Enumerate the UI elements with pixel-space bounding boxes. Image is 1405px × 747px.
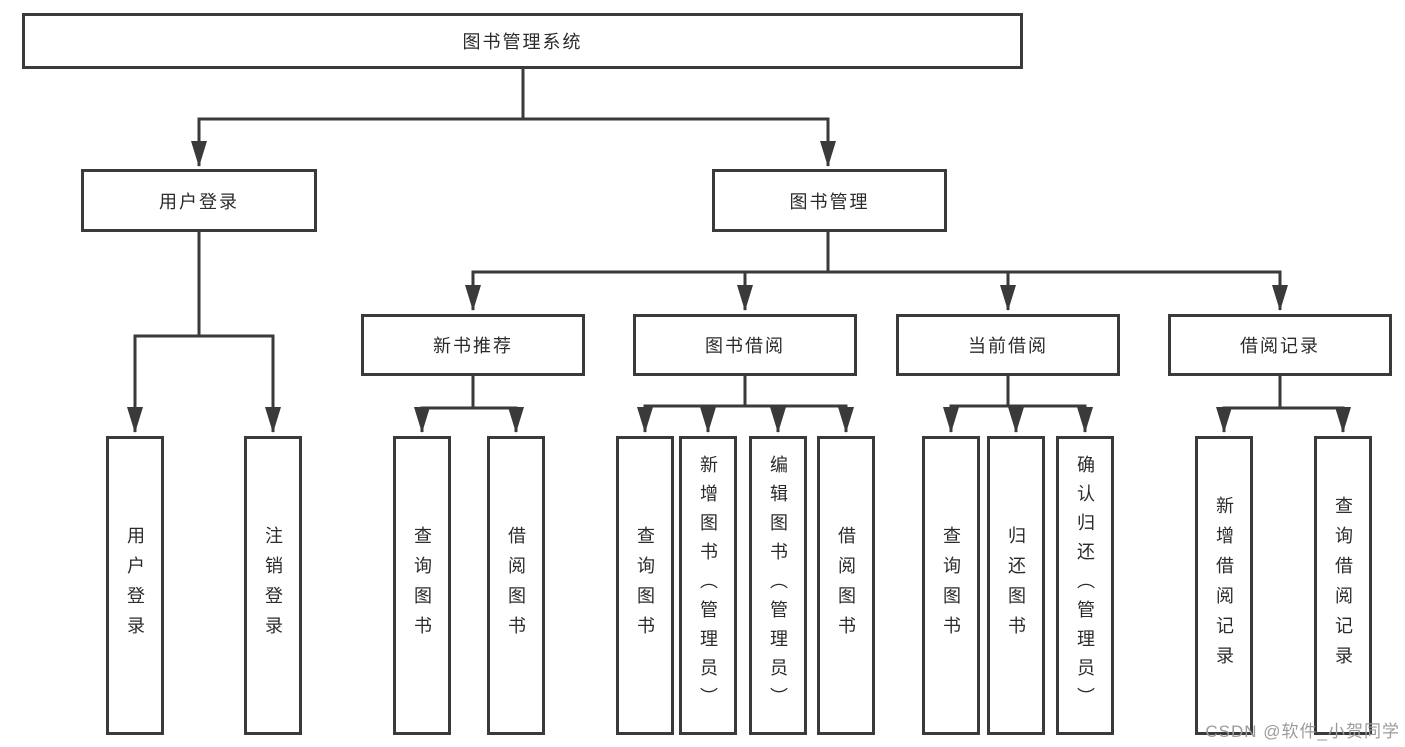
leaf-borrow-books-2: 借阅图书 [817, 436, 875, 735]
branch-current-borrow [943, 376, 1093, 433]
node-current-borrowing: 当前借阅 [896, 314, 1120, 376]
leaf-add-books-admin-label: 新增图书（管理员） [698, 455, 718, 716]
node-library-system: 图书管理系统 [22, 13, 1023, 69]
leaf-logout: 注销登录 [244, 436, 302, 735]
node-borrowing-records-label: 借阅记录 [1240, 336, 1320, 356]
leaf-borrow-books-1-label: 借阅图书 [506, 525, 526, 646]
leaf-confirm-return-admin-label: 确认归还（管理员） [1075, 455, 1095, 716]
leaf-add-borrow-record-label: 新增借阅记录 [1214, 495, 1234, 676]
leaf-borrow-books-1: 借阅图书 [487, 436, 545, 735]
branch-book-borrow [637, 376, 854, 433]
node-user-login: 用户登录 [81, 169, 317, 232]
node-book-borrowing-label: 图书借阅 [705, 336, 785, 356]
leaf-query-borrow-record-label: 查询借阅记录 [1333, 495, 1353, 676]
leaf-query-books-3-label: 查询图书 [941, 525, 961, 646]
leaf-query-books-1-label: 查询图书 [412, 525, 432, 646]
branch-new-book [414, 376, 524, 433]
node-current-borrowing-label: 当前借阅 [968, 336, 1048, 356]
node-user-login-label: 用户登录 [159, 191, 239, 212]
node-library-system-label: 图书管理系统 [462, 32, 583, 52]
branch-root [191, 69, 836, 167]
leaf-query-borrow-record: 查询借阅记录 [1314, 436, 1372, 735]
leaf-borrow-books-2-label: 借阅图书 [836, 525, 856, 646]
leaf-query-books-2: 查询图书 [616, 436, 674, 735]
leaf-edit-books-admin-label: 编辑图书（管理员） [768, 455, 788, 716]
leaf-query-books-1: 查询图书 [393, 436, 451, 735]
leaf-user-login: 用户登录 [106, 436, 164, 735]
node-new-book-recommend: 新书推荐 [361, 314, 585, 376]
leaf-return-books: 归还图书 [987, 436, 1045, 735]
node-book-management-label: 图书管理 [789, 191, 870, 212]
leaf-confirm-return-admin: 确认归还（管理员） [1056, 436, 1114, 735]
leaf-add-books-admin: 新增图书（管理员） [679, 436, 737, 735]
leaf-return-books-label: 归还图书 [1006, 525, 1026, 646]
leaf-query-books-3: 查询图书 [922, 436, 980, 735]
leaf-add-borrow-record: 新增借阅记录 [1195, 436, 1253, 735]
node-book-borrowing: 图书借阅 [633, 314, 857, 376]
node-book-management: 图书管理 [712, 169, 947, 232]
leaf-user-login-label: 用户登录 [125, 525, 145, 646]
branch-borrow-record [1216, 376, 1351, 433]
branch-book-management [465, 232, 1288, 311]
leaf-logout-label: 注销登录 [263, 525, 283, 646]
node-borrowing-records: 借阅记录 [1168, 314, 1392, 376]
watermark: CSDN @软件_小贺同学 [1205, 722, 1400, 741]
branch-user-login [127, 232, 281, 433]
node-new-book-recommend-label: 新书推荐 [433, 336, 513, 356]
leaf-edit-books-admin: 编辑图书（管理员） [749, 436, 807, 735]
leaf-query-books-2-label: 查询图书 [635, 525, 655, 646]
